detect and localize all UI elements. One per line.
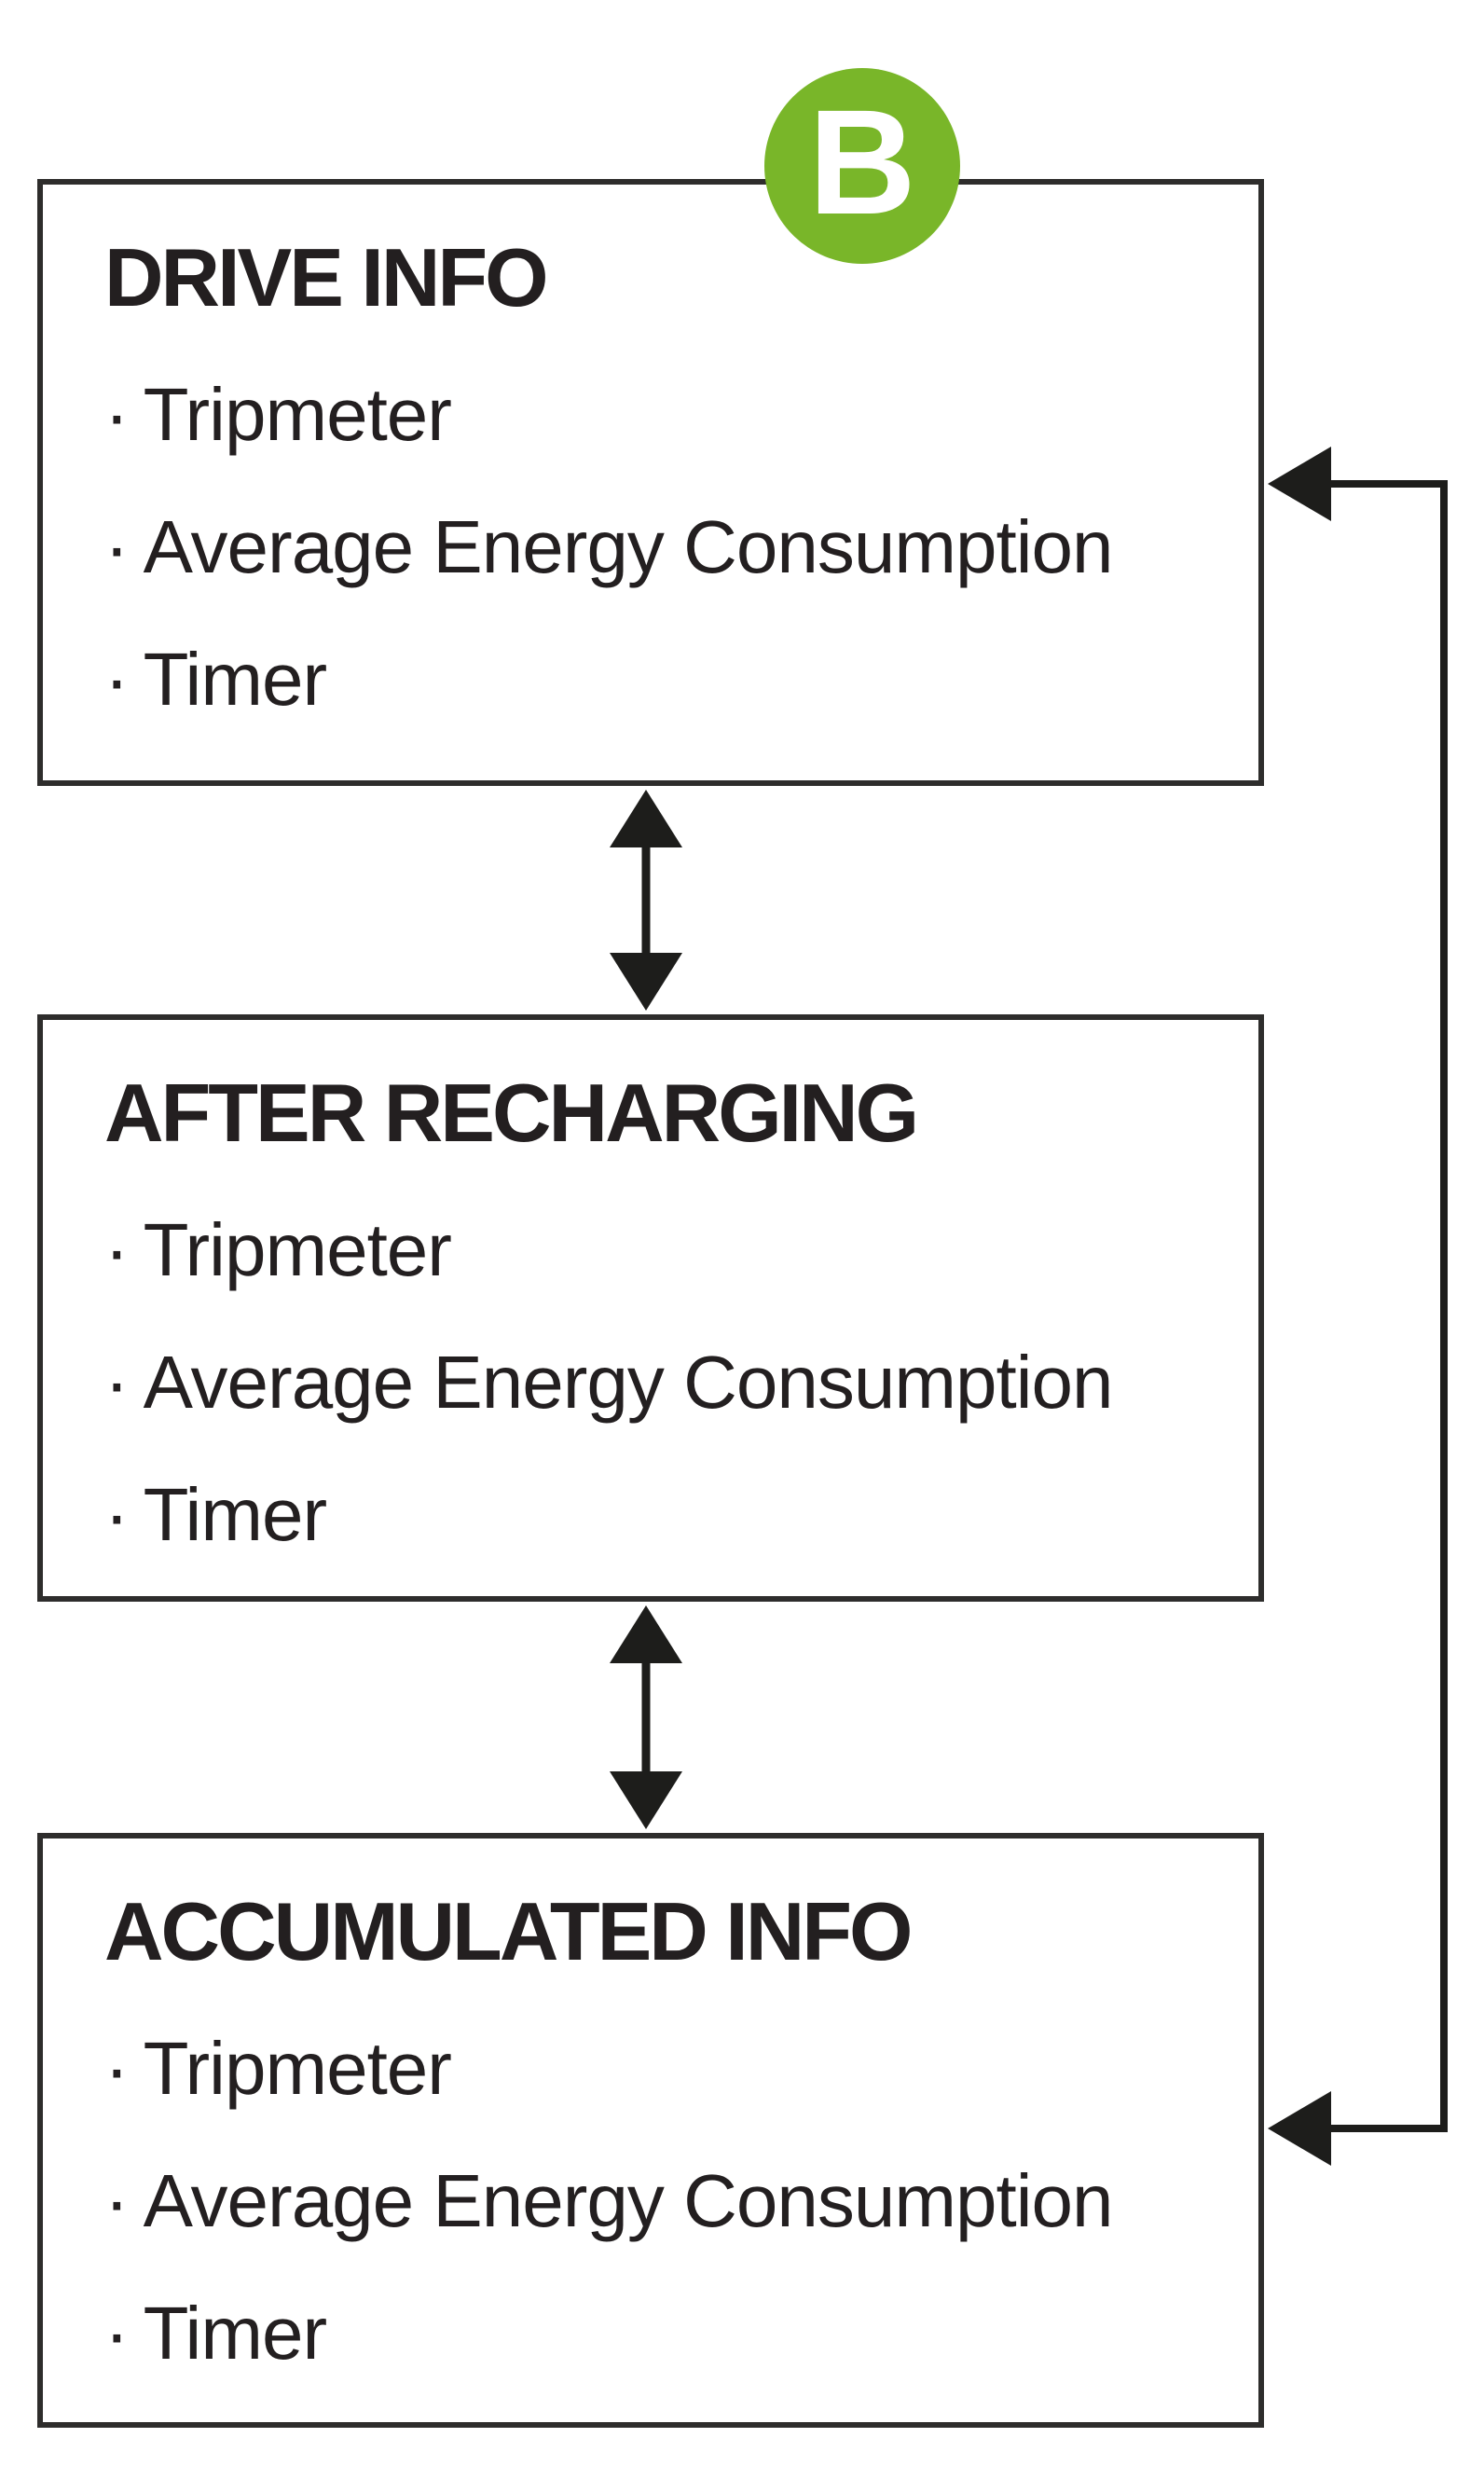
bullet-dot: ·: [104, 2159, 130, 2242]
list-item: ·Timer: [104, 1449, 1258, 1581]
list-item: ·Tripmeter: [104, 2003, 1258, 2135]
item-label: Tripmeter: [143, 373, 452, 456]
drive-info-items: ·Tripmeter ·Average Energy Consumption ·…: [43, 349, 1258, 746]
arrowhead-up-icon: [610, 1605, 682, 1663]
button-b-label: B: [808, 78, 916, 245]
item-label: Timer: [143, 2292, 327, 2375]
bullet-dot: ·: [104, 2027, 130, 2110]
bullet-dot: ·: [104, 505, 130, 588]
list-item: ·Tripmeter: [104, 349, 1258, 481]
item-label: Timer: [143, 638, 327, 721]
after-recharging-box: AFTER RECHARGING ·Tripmeter ·Average Ene…: [37, 1014, 1264, 1602]
list-item: ·Tripmeter: [104, 1184, 1258, 1316]
arrowhead-left-icon: [1268, 2091, 1331, 2166]
arrowhead-down-icon: [610, 953, 682, 1011]
list-item: ·Timer: [104, 2267, 1258, 2400]
drive-info-box: DRIVE INFO ·Tripmeter ·Average Energy Co…: [37, 179, 1264, 786]
item-label: Average Energy Consumption: [143, 2159, 1114, 2242]
bullet-dot: ·: [104, 1473, 130, 1556]
drive-info-title: DRIVE INFO: [104, 231, 549, 324]
item-label: Timer: [143, 1473, 327, 1556]
list-item: ·Average Energy Consumption: [104, 2135, 1258, 2267]
item-label: Tripmeter: [143, 2027, 452, 2110]
list-item: ·Average Energy Consumption: [104, 1316, 1258, 1449]
arrowhead-left-icon: [1268, 447, 1331, 521]
double-arrow-bottom: [610, 1605, 682, 1829]
button-b-badge: B: [764, 68, 960, 264]
item-label: Average Energy Consumption: [143, 1341, 1114, 1424]
bullet-dot: ·: [104, 1208, 130, 1291]
arrowhead-up-icon: [610, 790, 682, 847]
after-recharging-title: AFTER RECHARGING: [104, 1067, 919, 1159]
item-label: Tripmeter: [143, 1208, 452, 1291]
feedback-loop: [1268, 447, 1448, 2166]
accumulated-info-title: ACCUMULATED INFO: [104, 1885, 913, 1977]
accumulated-info-items: ·Tripmeter ·Average Energy Consumption ·…: [43, 2003, 1258, 2400]
list-item: ·Timer: [104, 613, 1258, 746]
accumulated-info-box: ACCUMULATED INFO ·Tripmeter ·Average Ene…: [37, 1833, 1264, 2428]
arrowhead-down-icon: [610, 1771, 682, 1829]
list-item: ·Average Energy Consumption: [104, 481, 1258, 613]
item-label: Average Energy Consumption: [143, 505, 1114, 588]
bullet-dot: ·: [104, 373, 130, 456]
after-recharging-items: ·Tripmeter ·Average Energy Consumption ·…: [43, 1184, 1258, 1581]
bullet-dot: ·: [104, 638, 130, 721]
bullet-dot: ·: [104, 1341, 130, 1424]
double-arrow-top: [610, 790, 682, 1011]
bullet-dot: ·: [104, 2292, 130, 2375]
